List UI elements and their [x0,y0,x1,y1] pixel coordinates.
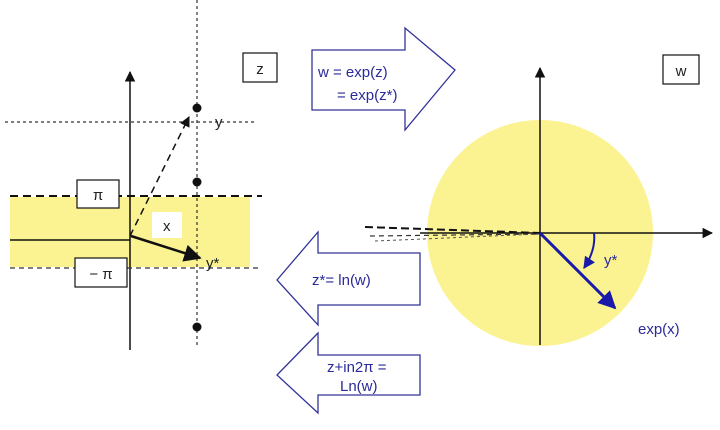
w-plane: w y* exp(x) [364,54,714,346]
neg-pi-label: − π [89,266,112,283]
y-dashed-vector [129,116,190,237]
ystar-vector [130,234,202,262]
exp-x-vector [538,231,617,310]
forward-line-1: w = exp(z) [317,64,388,81]
forward-line-2: = exp(z*) [337,87,397,104]
pi-label: π [93,187,103,204]
log-arrow-text: z*= ln(w) [312,272,371,289]
exp-x-label: exp(x) [638,321,680,338]
multivalued-line-1: z+in2π = [327,359,387,376]
z-plane-label-box: z [242,52,278,83]
branch-cut-line [369,233,541,237]
z-plane-label: z [256,61,264,78]
multivalued-line-2: Ln(w) [340,378,378,395]
periodic-dot [192,103,202,113]
x-label-box: x [152,212,182,238]
angle-arc [583,232,596,269]
log-mapping-arrow: z*= ln(w) [276,230,421,327]
periodic-dot [192,177,202,187]
w-plane-label: w [675,63,687,80]
w-ystar-label: y* [604,252,618,269]
w-plane-label-box: w [662,54,700,85]
pi-label-box: π [76,179,120,209]
x-label: x [163,218,171,235]
z-plane: z y π x y* − π [5,0,278,350]
y-label: y [215,114,223,131]
ystar-label: y* [206,255,220,272]
multivalued-log-arrow: z+in2π = Ln(w) [276,331,421,415]
neg-pi-label-box: − π [74,257,128,288]
forward-mapping-arrow: w = exp(z) = exp(z*) [311,26,456,132]
periodic-dot [192,322,202,332]
branch-cut-line [364,226,541,234]
